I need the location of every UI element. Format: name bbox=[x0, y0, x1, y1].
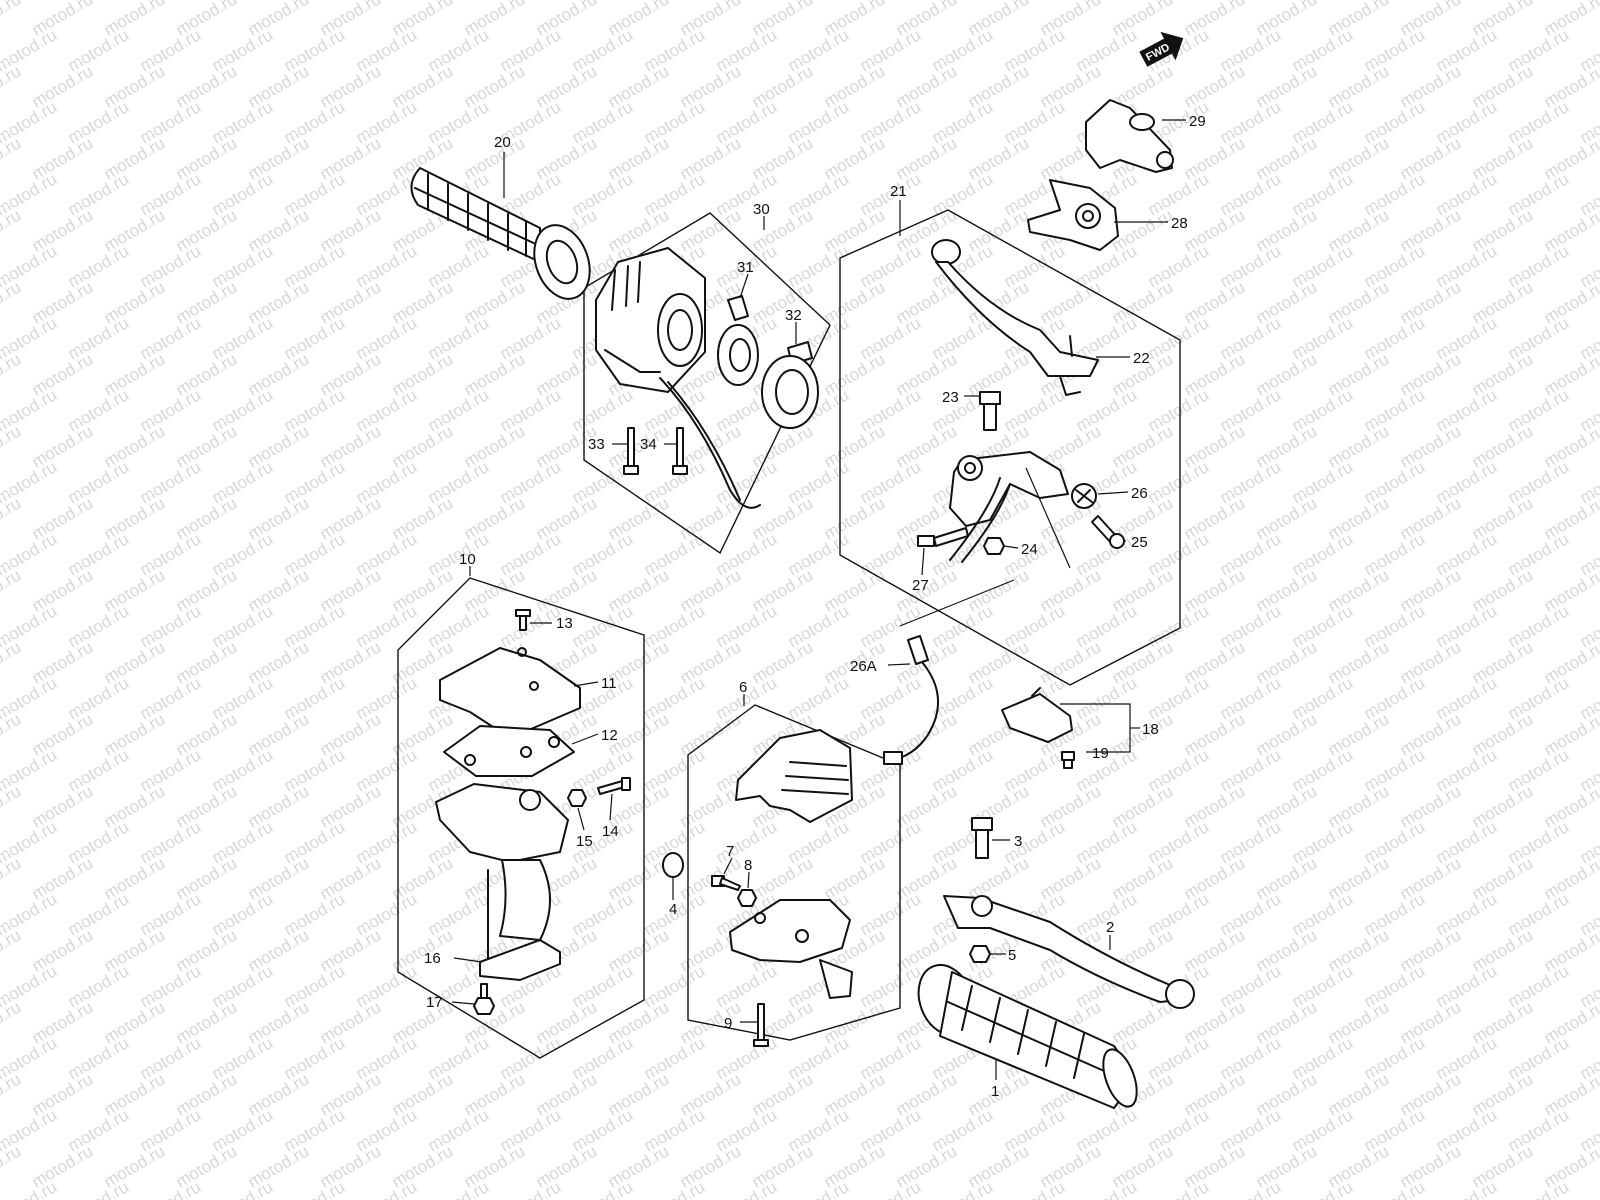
callout-26: 26 bbox=[1131, 485, 1148, 502]
callout-8: 8 bbox=[744, 857, 752, 874]
callout-33: 33 bbox=[588, 436, 605, 453]
callout-19: 19 bbox=[1092, 745, 1109, 762]
watermark-text: motod.ru bbox=[353, 1177, 421, 1200]
watermark-text: motod.ru bbox=[0, 133, 24, 183]
watermark-text: motod.ru bbox=[0, 781, 24, 831]
watermark-text: motod.ru bbox=[0, 349, 24, 399]
watermark-text: motod.ru bbox=[0, 925, 24, 975]
callout-26A: 26A bbox=[850, 658, 877, 675]
callout-21: 21 bbox=[890, 183, 907, 200]
watermark-text: motod.ru bbox=[0, 1141, 24, 1191]
callout-9: 9 bbox=[724, 1015, 732, 1032]
watermark-text: motod.ru bbox=[0, 637, 24, 687]
ring-part-4 bbox=[662, 852, 684, 878]
pivot-bolt-part-3 bbox=[971, 817, 993, 859]
watermark-text: motod.ru bbox=[1289, 1177, 1357, 1200]
callout-25: 25 bbox=[1131, 534, 1148, 551]
bolt-part-27 bbox=[917, 527, 969, 547]
watermark-text: motod.ru bbox=[713, 1177, 781, 1200]
watermark-text: motod.ru bbox=[1217, 1177, 1285, 1200]
watermark-text: motod.ru bbox=[1001, 1177, 1069, 1200]
watermark-text: motod.ru bbox=[1577, 1177, 1600, 1200]
watermark-text: motod.ru bbox=[1145, 1177, 1213, 1200]
switch-part-32 bbox=[761, 341, 819, 429]
callout-15: 15 bbox=[576, 833, 593, 850]
adjuster-part-26 bbox=[1071, 483, 1097, 509]
callout-30: 30 bbox=[753, 201, 770, 218]
watermark-text: motod.ru bbox=[1577, 0, 1600, 3]
watermark-text: motod.ru bbox=[0, 421, 24, 471]
callout-6: 6 bbox=[739, 679, 747, 696]
watermark-text: motod.ru bbox=[0, 493, 24, 543]
watermark-text: motod.ru bbox=[641, 1177, 709, 1200]
callout-5: 5 bbox=[1008, 947, 1016, 964]
watermark-text: motod.ru bbox=[0, 997, 24, 1047]
callout-14: 14 bbox=[602, 823, 619, 840]
pivot-bolt-part-23 bbox=[979, 391, 1001, 431]
watermark-text: motod.ru bbox=[425, 1177, 493, 1200]
watermark-text: motod.ru bbox=[281, 1177, 349, 1200]
callout-3: 3 bbox=[1014, 833, 1022, 850]
callout-1: 1 bbox=[991, 1083, 999, 1100]
nut-part-24 bbox=[983, 537, 1005, 555]
callout-34: 34 bbox=[640, 436, 657, 453]
nut-part-15 bbox=[567, 789, 587, 807]
watermark-text: motod.ru bbox=[497, 1177, 565, 1200]
watermark-text: motod.ru bbox=[0, 709, 24, 759]
bolt-part-17 bbox=[473, 983, 495, 1015]
callout-16: 16 bbox=[424, 950, 441, 967]
callout-29: 29 bbox=[1189, 113, 1206, 130]
watermark-text: motod.ru bbox=[1505, 1177, 1573, 1200]
watermark-text: motod.ru bbox=[209, 1177, 277, 1200]
watermark-text: motod.ru bbox=[0, 565, 24, 615]
callout-10: 10 bbox=[459, 551, 476, 568]
watermark-text: motod.ru bbox=[65, 1177, 133, 1200]
watermark-text: motod.ru bbox=[929, 1177, 997, 1200]
callout-22: 22 bbox=[1133, 350, 1150, 367]
callout-28: 28 bbox=[1171, 215, 1188, 232]
nut-part-8 bbox=[737, 889, 757, 907]
callout-7: 7 bbox=[726, 843, 734, 860]
nut-part-5 bbox=[969, 945, 991, 963]
callout-11: 11 bbox=[601, 675, 617, 692]
callout-23: 23 bbox=[942, 389, 959, 406]
watermark-text: motod.ru bbox=[0, 205, 24, 255]
watermark-text: motod.ru bbox=[785, 1177, 853, 1200]
callout-24: 24 bbox=[1021, 541, 1038, 558]
watermark-text: motod.ru bbox=[0, 61, 24, 111]
watermark-text: motod.ru bbox=[0, 1177, 60, 1200]
watermark-text: motod.ru bbox=[0, 1069, 24, 1119]
watermark-text: motod.ru bbox=[857, 1177, 925, 1200]
callout-31: 31 bbox=[737, 259, 754, 276]
callout-32: 32 bbox=[785, 307, 802, 324]
watermark-text: motod.ru bbox=[0, 277, 24, 327]
watermark-text: motod.ru bbox=[137, 1177, 205, 1200]
callout-17: 17 bbox=[426, 994, 443, 1011]
watermark-text: motod.ru bbox=[1433, 1177, 1501, 1200]
callout-18: 18 bbox=[1142, 721, 1159, 738]
callout-2: 2 bbox=[1106, 919, 1114, 936]
watermark-text: motod.ru bbox=[0, 0, 24, 39]
callout-13: 13 bbox=[556, 615, 573, 632]
callout-27: 27 bbox=[912, 577, 929, 594]
watermark-text: motod.ru bbox=[569, 1177, 637, 1200]
callout-12: 12 bbox=[601, 727, 618, 744]
watermark-text: motod.ru bbox=[1361, 1177, 1429, 1200]
watermark-text: motod.ru bbox=[0, 853, 24, 903]
callout-4: 4 bbox=[669, 901, 677, 918]
watermark-text: motod.ru bbox=[1073, 1177, 1141, 1200]
callout-20: 20 bbox=[494, 134, 511, 151]
screw-part-19 bbox=[1061, 751, 1075, 769]
